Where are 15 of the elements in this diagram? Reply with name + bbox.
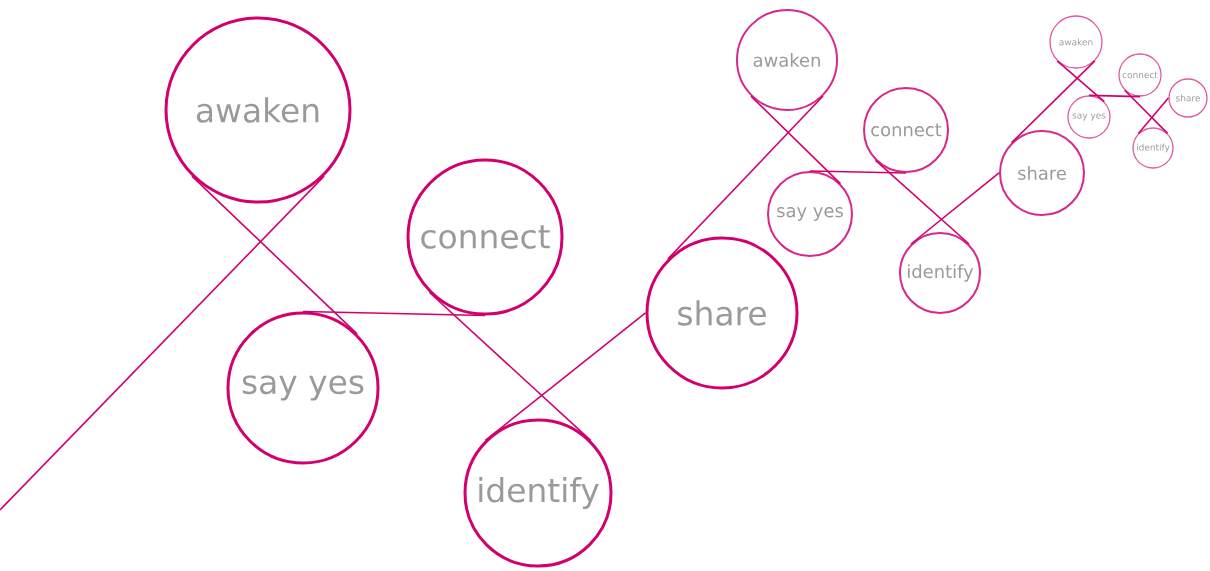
connector-line <box>874 159 970 245</box>
connector-line <box>750 95 842 185</box>
connector-line <box>302 310 486 317</box>
connector-line <box>667 95 824 260</box>
connector-line <box>1088 94 1141 98</box>
connector-line <box>1010 60 1096 144</box>
connector-line <box>1123 89 1169 135</box>
connector-line <box>809 170 907 174</box>
connector-line <box>191 175 358 335</box>
connector-line <box>1056 60 1106 103</box>
connector-line <box>910 172 1000 245</box>
connector-line <box>0 175 325 511</box>
connector-line <box>1137 97 1170 135</box>
connector-line <box>428 291 592 442</box>
connector-line <box>484 312 647 442</box>
